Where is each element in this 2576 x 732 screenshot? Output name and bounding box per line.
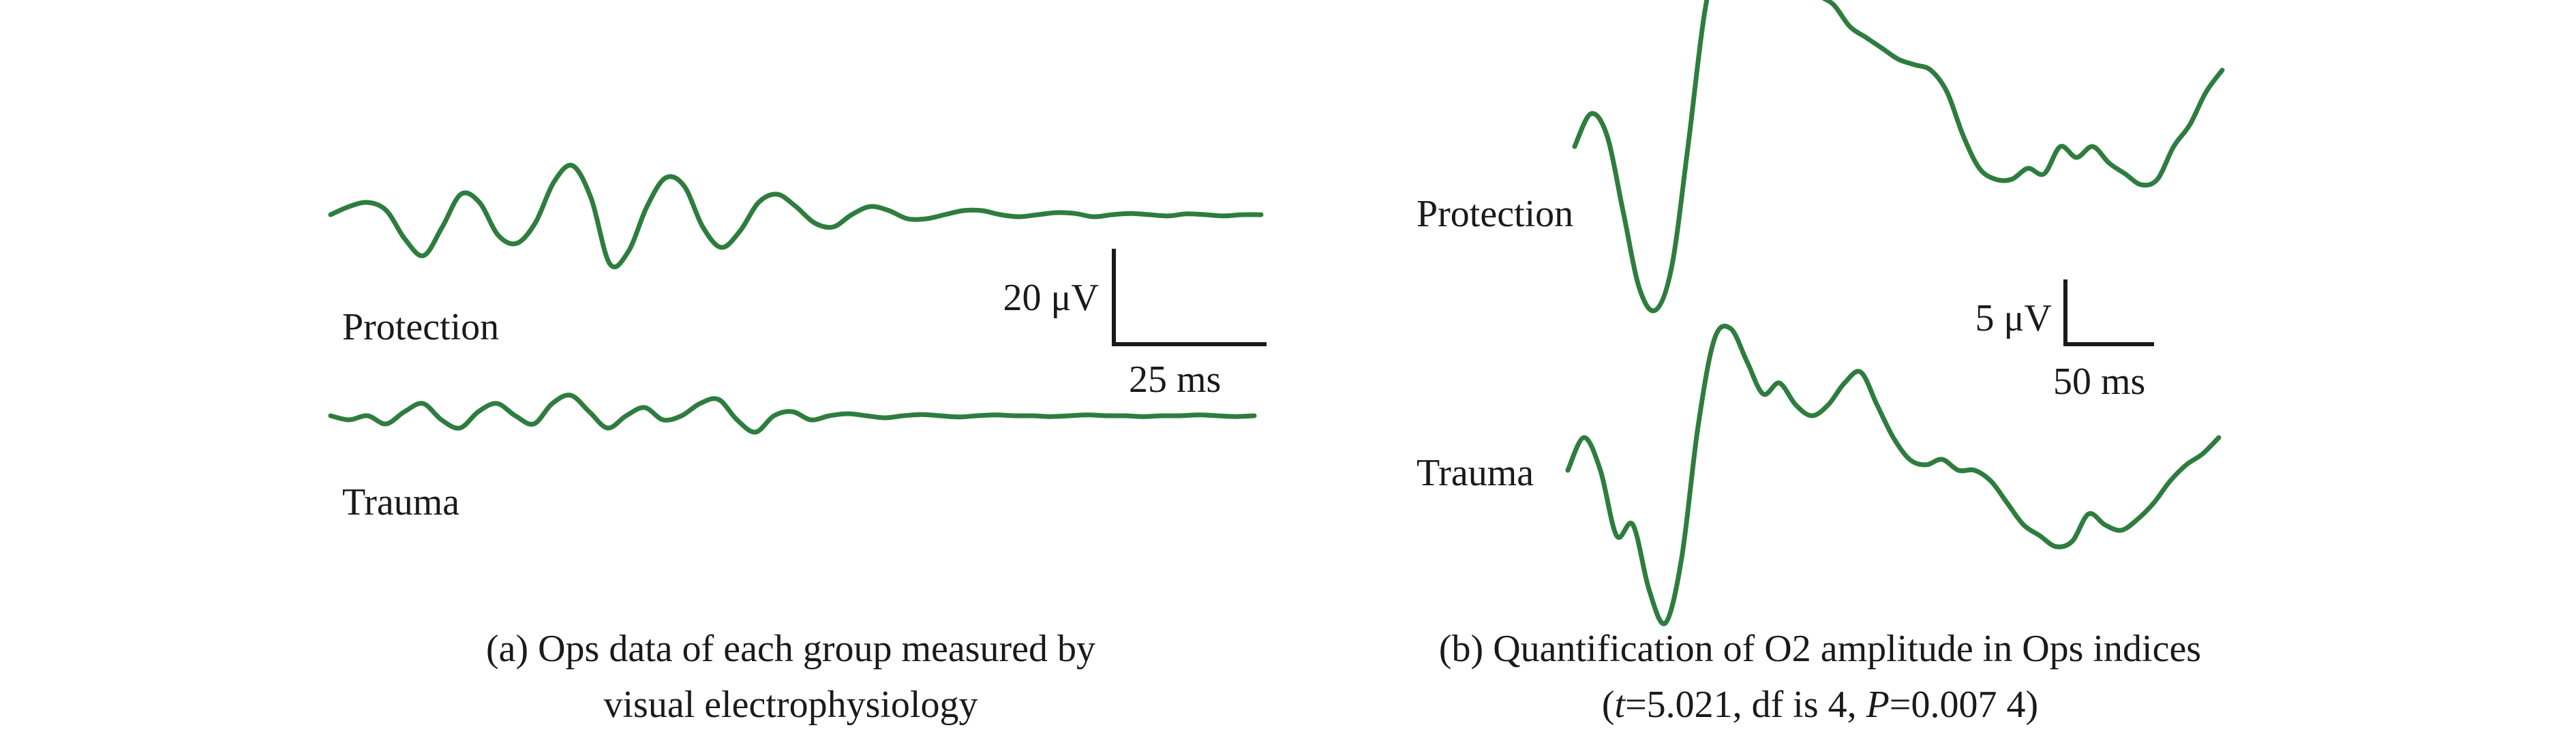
- panel-a-scale-bar: [1112, 249, 1267, 346]
- panel-a-series-label-trauma: Trauma: [342, 481, 459, 523]
- panel-b-caption-line-2: (t=5.021, df is 4, P=0.007 4): [1602, 684, 2038, 726]
- panel-a-caption-line-2: visual electrophysiology: [603, 684, 978, 726]
- panel-a: Protection Trauma 20 μV 25 ms (a) Ops da…: [328, 162, 1267, 726]
- panel-b-caption-p-symbol: P: [1866, 684, 1890, 726]
- panel-b: Protection Trauma 5 μV 50 ms (b) Quantif…: [1416, 0, 2225, 726]
- panel-b-trace-protection: [1572, 0, 2225, 314]
- panel-b-scale-vertical-label: 5 μV: [1975, 297, 2052, 339]
- panel-a-series-label-protection: Protection: [342, 306, 499, 348]
- panel-a-trace-trauma: [328, 393, 1257, 435]
- panel-a-scale-vertical-label: 20 μV: [1003, 277, 1099, 319]
- panel-b-caption-t-symbol: t: [1615, 684, 1626, 726]
- panel-b-caption-line-1: (b) Quantification of O2 amplitude in Op…: [1439, 628, 2201, 670]
- panel-b-caption-p-value: =0.007 4): [1890, 684, 2038, 726]
- panel-b-scale-bar: [2063, 279, 2154, 346]
- panel-b-caption-t-value: =5.021, df is 4,: [1625, 684, 1866, 726]
- panel-a-trace-protection: [328, 162, 1264, 270]
- panel-b-trace-trauma: [1565, 323, 2222, 626]
- panel-b-series-label-protection: Protection: [1416, 193, 1573, 235]
- panel-b-caption-open: (: [1602, 684, 1615, 726]
- panel-a-caption-line-1: (a) Ops data of each group measured by: [486, 628, 1095, 670]
- panel-b-series-label-trauma: Trauma: [1416, 452, 1534, 494]
- panel-b-scale-horizontal-label: 50 ms: [2053, 361, 2145, 403]
- panel-a-scale-horizontal-label: 25 ms: [1129, 359, 1221, 401]
